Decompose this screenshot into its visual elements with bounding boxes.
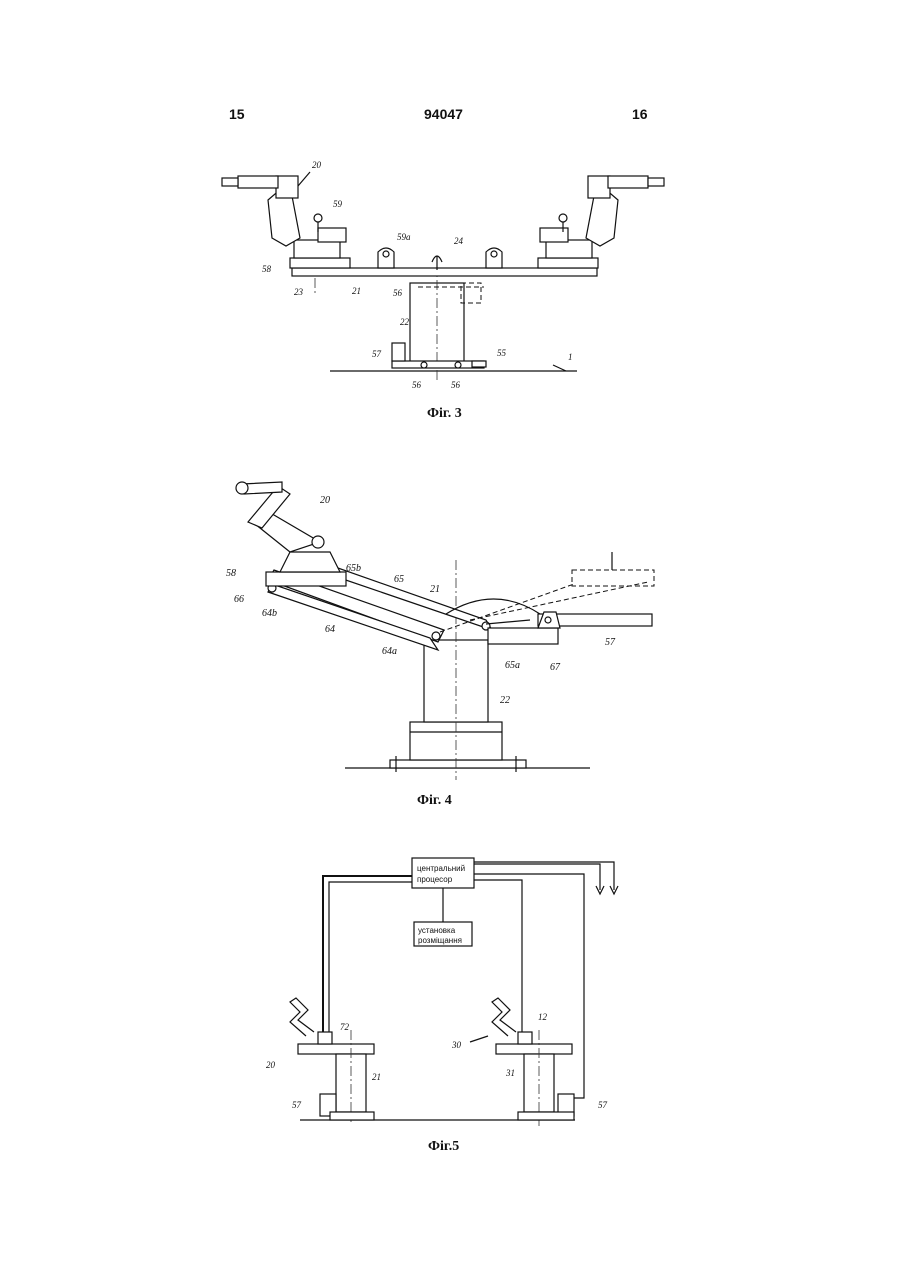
figure-3-drawing: 20 59 59a 24 58 23 21 56 22 57 55 1 56 5… bbox=[0, 150, 901, 390]
unit-label-2: розміщання bbox=[418, 936, 462, 945]
right-robot bbox=[538, 176, 664, 268]
left-cell bbox=[290, 998, 374, 1122]
label-12: 12 bbox=[538, 1012, 548, 1022]
label-22: 22 bbox=[500, 695, 510, 706]
figure-5-caption: Фіг.5 bbox=[428, 1139, 459, 1155]
figure-3-caption: Фіг. 3 bbox=[427, 406, 462, 422]
cpu-label-2: процесор bbox=[417, 875, 453, 884]
label-57: 57 bbox=[372, 349, 382, 359]
label-1: 1 bbox=[568, 352, 573, 362]
label-64: 64 bbox=[325, 624, 335, 635]
control-box bbox=[392, 343, 405, 361]
page-number-right: 16 bbox=[632, 106, 648, 122]
label-66: 66 bbox=[234, 594, 244, 605]
cpu-label-1: центральний bbox=[417, 864, 465, 873]
platform bbox=[292, 268, 597, 276]
label-65a: 65a bbox=[505, 660, 520, 671]
unit-label-1: установка bbox=[418, 926, 456, 935]
label-58: 58 bbox=[226, 568, 236, 579]
label-58: 58 bbox=[262, 264, 272, 274]
label-67: 67 bbox=[550, 662, 561, 673]
figure-4-drawing: 20 58 65b 65 21 66 64b 64 64a 65a 22 67 … bbox=[0, 470, 901, 790]
label-21: 21 bbox=[372, 1072, 381, 1082]
figure-4-caption: Фіг. 4 bbox=[417, 793, 452, 809]
label-22: 22 bbox=[400, 317, 410, 327]
label-20: 20 bbox=[320, 495, 330, 506]
label-31: 31 bbox=[505, 1068, 515, 1078]
label-56: 56 bbox=[393, 288, 403, 298]
label-30: 30 bbox=[451, 1040, 462, 1050]
label-72: 72 bbox=[340, 1022, 350, 1032]
label-57: 57 bbox=[605, 637, 616, 648]
left-robot bbox=[222, 176, 350, 296]
page-number-left: 15 bbox=[229, 106, 245, 122]
label-57b: 57 bbox=[598, 1100, 608, 1110]
label-64b: 64b bbox=[262, 608, 277, 619]
label-57: 57 bbox=[292, 1100, 302, 1110]
label-59: 59 bbox=[333, 199, 343, 209]
label-21: 21 bbox=[430, 584, 440, 595]
platform bbox=[266, 572, 346, 586]
label-23: 23 bbox=[294, 287, 304, 297]
patent-number: 94047 bbox=[424, 106, 463, 122]
label-65b: 65b bbox=[346, 563, 361, 574]
figure-5-drawing: центральний процесор установка розміщанн… bbox=[0, 850, 901, 1140]
label-24: 24 bbox=[454, 236, 464, 246]
label-20: 20 bbox=[266, 1060, 276, 1070]
label-20: 20 bbox=[312, 160, 322, 170]
right-cell bbox=[492, 998, 574, 1126]
label-56c: 56 bbox=[451, 380, 461, 390]
label-65: 65 bbox=[394, 574, 404, 585]
label-21: 21 bbox=[352, 286, 361, 296]
label-59a: 59a bbox=[397, 232, 411, 242]
label-64a: 64a bbox=[382, 646, 397, 657]
label-56b: 56 bbox=[412, 380, 422, 390]
label-55: 55 bbox=[497, 348, 507, 358]
